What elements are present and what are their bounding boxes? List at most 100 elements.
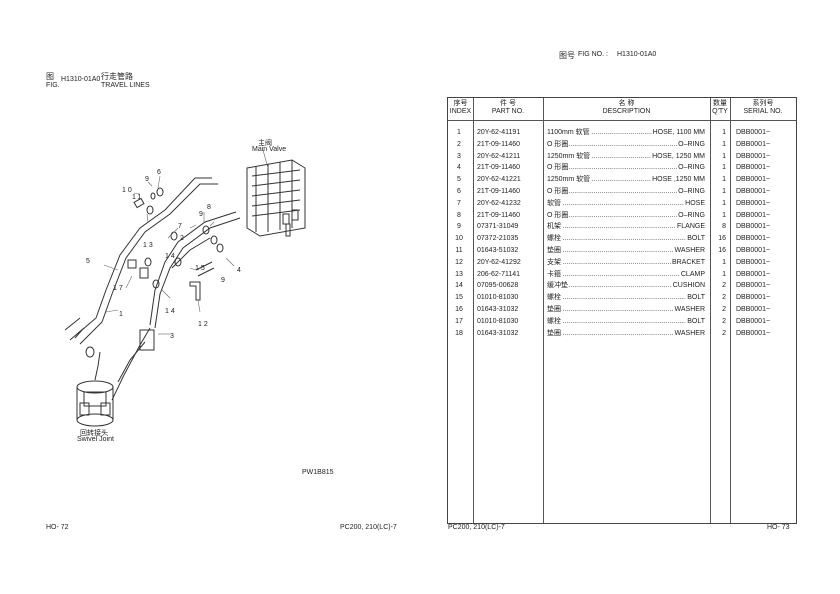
- row-index: 4: [457, 164, 461, 172]
- row-serial-number: DBB0001~: [736, 235, 771, 243]
- row-part-number: 20Y-62-41292: [477, 258, 521, 266]
- callout-8: 8: [207, 204, 211, 211]
- row-quantity: 2: [722, 306, 726, 313]
- main-valve-label-zh: 主阀: [258, 140, 272, 147]
- row-quantity: 16: [718, 235, 726, 243]
- callout-7: 7: [178, 223, 182, 230]
- row-description-zh: 卡箍: [547, 268, 562, 281]
- row-index: 3: [457, 152, 461, 160]
- row-part-number: 206-62-71141: [477, 270, 521, 278]
- row-description-zh: 螺栓: [547, 292, 562, 305]
- callout-11: 11: [132, 194, 143, 201]
- row-description-en: BOLT: [686, 315, 705, 328]
- row-description-zh: O 形圈: [547, 209, 570, 222]
- row-description-zh: 机架: [547, 221, 562, 234]
- row-quantity: 1: [722, 188, 726, 195]
- row-description-en: O–RING: [677, 138, 705, 151]
- row-index: 10: [455, 235, 463, 243]
- swivel-joint-drawing: [76, 380, 114, 427]
- row-serial-number: DBB0001~: [736, 258, 771, 266]
- left-page-number: HO- 72: [46, 524, 69, 531]
- row-serial-number: DBB0001~: [736, 152, 771, 160]
- fig-label: FIG.: [46, 82, 60, 89]
- fig-header-label: FIG NO. :: [578, 51, 608, 58]
- row-quantity: 2: [722, 294, 726, 302]
- figure-title-zh: 行走管路: [101, 72, 133, 81]
- callout-3: 3: [170, 333, 174, 340]
- swivel-joint-label-en: Swivel Joint: [77, 436, 114, 443]
- callout-17: 17: [113, 285, 125, 292]
- row-index: 14: [455, 282, 463, 290]
- main-valve-label-en: Main Valve: [252, 146, 287, 153]
- row-description-en: CUSHION: [671, 280, 705, 293]
- row-description-zh: 螺栓: [547, 233, 562, 246]
- swivel-joint-label-zh: 回转接头: [80, 430, 108, 437]
- row-serial-number: DBB0001~: [736, 164, 771, 172]
- row-serial-number: DBB0001~: [736, 329, 771, 337]
- row-serial-number: DBB0001~: [736, 129, 771, 136]
- row-index: 16: [455, 306, 463, 313]
- row-quantity: 2: [722, 329, 726, 337]
- row-index: 11: [455, 247, 463, 254]
- right-page-model: PC200, 210(LC)-7: [448, 524, 505, 531]
- row-index: 12: [455, 258, 463, 266]
- row-serial-number: DBB0001~: [736, 176, 771, 184]
- row-description-en: O–RING: [677, 162, 705, 175]
- row-index: 5: [457, 176, 461, 184]
- row-index: 6: [457, 188, 461, 195]
- row-index: 15: [455, 294, 463, 302]
- row-quantity: 16: [718, 247, 726, 254]
- row-index: 9: [457, 223, 461, 231]
- row-serial-number: DBB0001~: [736, 247, 771, 254]
- row-index: 1: [457, 129, 461, 136]
- row-description-zh: 缓冲垫: [547, 280, 569, 293]
- callout-6: 6: [157, 169, 161, 176]
- row-description-en: CLAMP: [679, 268, 705, 281]
- row-part-number: 21T-09-11460: [477, 164, 521, 172]
- row-description-zh: O 形圈: [547, 186, 570, 198]
- callout-1: 1: [119, 311, 123, 318]
- row-serial-number: DBB0001~: [736, 282, 771, 290]
- fig-header-number: H1310-01A0: [617, 51, 657, 58]
- row-part-number: 21T-09-11460: [477, 211, 521, 219]
- row-description-zh: O 形圈: [547, 138, 570, 151]
- row-description-en: FLANGE: [675, 221, 705, 234]
- row-serial-number: DBB0001~: [736, 223, 771, 231]
- row-index: 8: [457, 211, 461, 219]
- row-description-en: BOLT: [686, 233, 705, 246]
- row-quantity: 1: [722, 140, 726, 148]
- row-quantity: 1: [722, 270, 726, 278]
- row-part-number: 20Y-62-41221: [477, 176, 521, 184]
- figure-title-en: TRAVEL LINES: [101, 82, 150, 89]
- row-description-zh: 垫圈: [547, 327, 562, 340]
- row-quantity: 2: [722, 282, 726, 290]
- callout-10: 10: [122, 187, 134, 194]
- callout-14a: 14: [165, 253, 177, 260]
- row-part-number: 21T-09-11460: [477, 188, 521, 195]
- row-serial-number: DBB0001~: [736, 140, 771, 148]
- right-page-number: HO- 73: [767, 524, 790, 531]
- row-part-number: 07095-00628: [477, 282, 519, 290]
- row-part-number: 21T-09-11460: [477, 140, 521, 148]
- row-quantity: 1: [722, 199, 726, 207]
- callout-4: 4: [237, 267, 241, 274]
- row-description-en: BRACKET: [670, 256, 705, 269]
- row-description-en: O–RING: [677, 209, 705, 222]
- callout-9a: 9: [145, 176, 149, 183]
- row-serial-number: DBB0001~: [736, 188, 771, 195]
- row-quantity: 1: [722, 152, 726, 160]
